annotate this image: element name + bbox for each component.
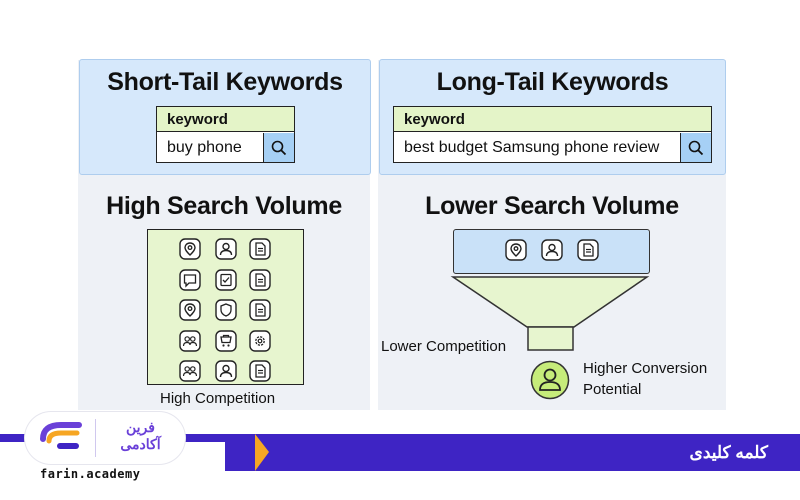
high-competition-label: High Competition xyxy=(160,390,276,407)
lower-volume-title: Lower Search Volume xyxy=(425,192,679,220)
group-icon xyxy=(179,329,201,352)
footer-chevron xyxy=(255,434,269,471)
gear-icon xyxy=(249,329,271,352)
user-icon xyxy=(215,360,237,382)
group-icon xyxy=(179,360,201,382)
high-volume-icon-grid xyxy=(147,229,304,385)
location-icon xyxy=(505,239,527,261)
long-tail-panel: Long-Tail Keywords keyword best budget S… xyxy=(379,59,726,175)
short-tail-panel: Short-Tail Keywords keyword buy phone xyxy=(79,59,371,175)
logo-line1: فرین xyxy=(126,419,155,435)
logo-text: فرین آکادمی xyxy=(103,419,178,453)
cart-icon xyxy=(215,329,237,352)
high-volume-title: High Search Volume xyxy=(106,192,342,220)
funnel-top-bar xyxy=(453,229,650,274)
location-icon xyxy=(179,299,201,321)
funnel-shape xyxy=(450,276,650,351)
document-icon xyxy=(577,239,599,261)
document-icon xyxy=(249,299,271,321)
keyword-label: keyword xyxy=(157,107,294,132)
search-icon xyxy=(688,140,704,156)
logo-line2: آکادمی xyxy=(120,436,161,452)
search-input[interactable]: best budget Samsung phone review xyxy=(394,133,660,162)
footer-domain: farin.academy xyxy=(40,467,141,481)
search-button[interactable] xyxy=(680,133,711,162)
logo-divider xyxy=(95,419,96,457)
long-tail-search-box: keyword best budget Samsung phone review xyxy=(393,106,712,163)
user-icon xyxy=(215,238,237,260)
higher-conversion-line2: Potential xyxy=(583,381,642,398)
farin-logo-icon xyxy=(40,422,82,449)
shield-icon xyxy=(215,299,237,321)
long-tail-title: Long-Tail Keywords xyxy=(436,68,669,96)
footer-bar xyxy=(225,434,800,471)
short-tail-title: Short-Tail Keywords xyxy=(107,68,343,96)
checklist-icon xyxy=(215,268,237,291)
document-icon xyxy=(249,360,271,382)
search-icon xyxy=(271,140,287,156)
lower-competition-label: Lower Competition xyxy=(381,338,507,355)
search-input[interactable]: buy phone xyxy=(157,133,242,162)
keyword-label: keyword xyxy=(394,107,711,132)
document-icon xyxy=(249,268,271,291)
chat-icon xyxy=(179,268,201,291)
search-button[interactable] xyxy=(263,133,294,162)
location-icon xyxy=(179,238,201,260)
user-icon xyxy=(541,239,563,261)
document-icon xyxy=(249,238,271,260)
short-tail-search-box: keyword buy phone xyxy=(156,106,295,163)
footer-title: کلمه کلیدی xyxy=(689,443,768,462)
conversion-user-icon xyxy=(530,360,570,400)
higher-conversion-line1: Higher Conversion xyxy=(583,360,708,377)
